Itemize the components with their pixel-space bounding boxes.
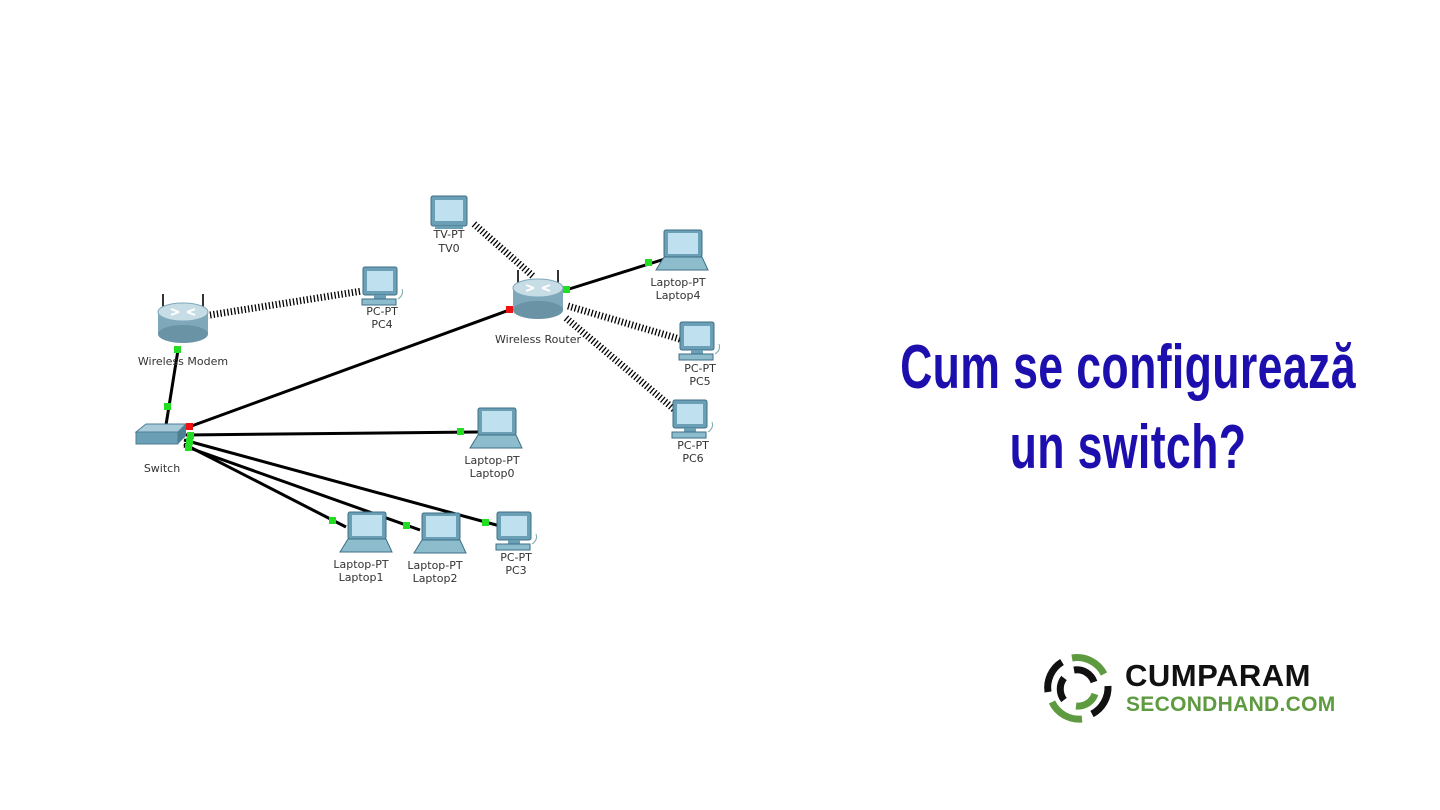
port-up-indicator — [164, 403, 171, 410]
link-switch-router — [185, 307, 513, 430]
laptop0-name-label: Laptop0 — [470, 467, 515, 480]
pc5-type-label: PC-PT — [684, 362, 716, 375]
pc4-type-label: PC-PT — [366, 305, 398, 318]
cumparam-secondhand-logo[interactable]: CUMPARAM SECONDHAND.COM — [1040, 648, 1370, 728]
laptop4-device[interactable]: Laptop-PT Laptop4 — [650, 229, 709, 302]
port-up-indicator — [174, 346, 181, 353]
tv0-name-label: TV0 — [437, 242, 459, 255]
laptop1-name-label: Laptop1 — [339, 571, 384, 584]
port-down-indicator — [506, 306, 513, 313]
swirl-logo-icon — [1044, 654, 1112, 723]
pc6-device[interactable]: PC-PT PC6 — [671, 399, 713, 465]
headline-line-1: Cum se configurează — [900, 333, 1356, 402]
switch-name-label: Switch — [144, 462, 180, 475]
port-up-indicator — [185, 444, 192, 451]
port-up-indicator — [457, 428, 464, 435]
laptop2-device[interactable]: Laptop-PT Laptop2 — [407, 512, 467, 585]
port-up-indicator — [482, 519, 489, 526]
laptop4-type-label: Laptop-PT — [650, 276, 705, 289]
switch-device[interactable]: Switch — [134, 423, 188, 475]
router-name-label: Wireless Router — [495, 333, 581, 346]
tv0-device[interactable]: TV-PT TV0 — [430, 195, 468, 255]
modem-name-label: Wireless Modem — [138, 355, 228, 368]
wireless-router-pc5 — [567, 302, 684, 344]
laptop4-name-label: Laptop4 — [656, 289, 701, 302]
logo-text-secondary: SECONDHAND.COM — [1126, 693, 1336, 716]
pc5-name-label: PC5 — [689, 375, 710, 388]
laptop1-type-label: Laptop-PT — [333, 558, 388, 571]
link-switch-laptop1 — [183, 442, 347, 529]
wireless-tv0-router — [471, 221, 537, 280]
pc5-device[interactable]: PC-PT PC5 — [678, 321, 720, 388]
wireless-modem-pc4 — [209, 287, 363, 319]
pc6-type-label: PC-PT — [677, 439, 709, 452]
wireless-router-pc6 — [563, 315, 678, 413]
port-up-indicator — [186, 438, 193, 445]
pc4-device[interactable]: PC-PT PC4 — [361, 266, 403, 331]
port-down-indicator — [186, 423, 193, 430]
laptop2-name-label: Laptop2 — [413, 572, 458, 585]
link-switch-pc3 — [183, 438, 501, 528]
wireless-modem-device[interactable]: Wireless Modem — [138, 293, 228, 368]
laptop1-device[interactable]: Laptop-PT Laptop1 — [333, 511, 393, 584]
pc3-device[interactable]: PC-PT PC3 — [495, 511, 537, 577]
headline-line-2: un switch? — [1009, 413, 1247, 482]
logo-text-primary: CUMPARAM — [1125, 658, 1311, 693]
tv0-type-label: TV-PT — [433, 228, 465, 241]
port-up-indicator — [329, 517, 336, 524]
port-up-indicator — [645, 259, 652, 266]
port-up-indicator — [563, 286, 570, 293]
pc3-name-label: PC3 — [505, 564, 526, 577]
laptop2-type-label: Laptop-PT — [407, 559, 462, 572]
wireless-router-device[interactable]: Wireless Router — [495, 269, 581, 346]
pc3-type-label: PC-PT — [500, 551, 532, 564]
link-switch-laptop0 — [185, 430, 479, 437]
port-up-indicator — [187, 432, 194, 439]
laptop0-type-label: Laptop-PT — [464, 454, 519, 467]
pc4-name-label: PC4 — [371, 318, 392, 331]
laptop0-device[interactable]: Laptop-PT Laptop0 — [464, 407, 523, 480]
pc6-name-label: PC6 — [682, 452, 703, 465]
port-up-indicator — [403, 522, 410, 529]
link-modem-switch — [164, 349, 180, 426]
